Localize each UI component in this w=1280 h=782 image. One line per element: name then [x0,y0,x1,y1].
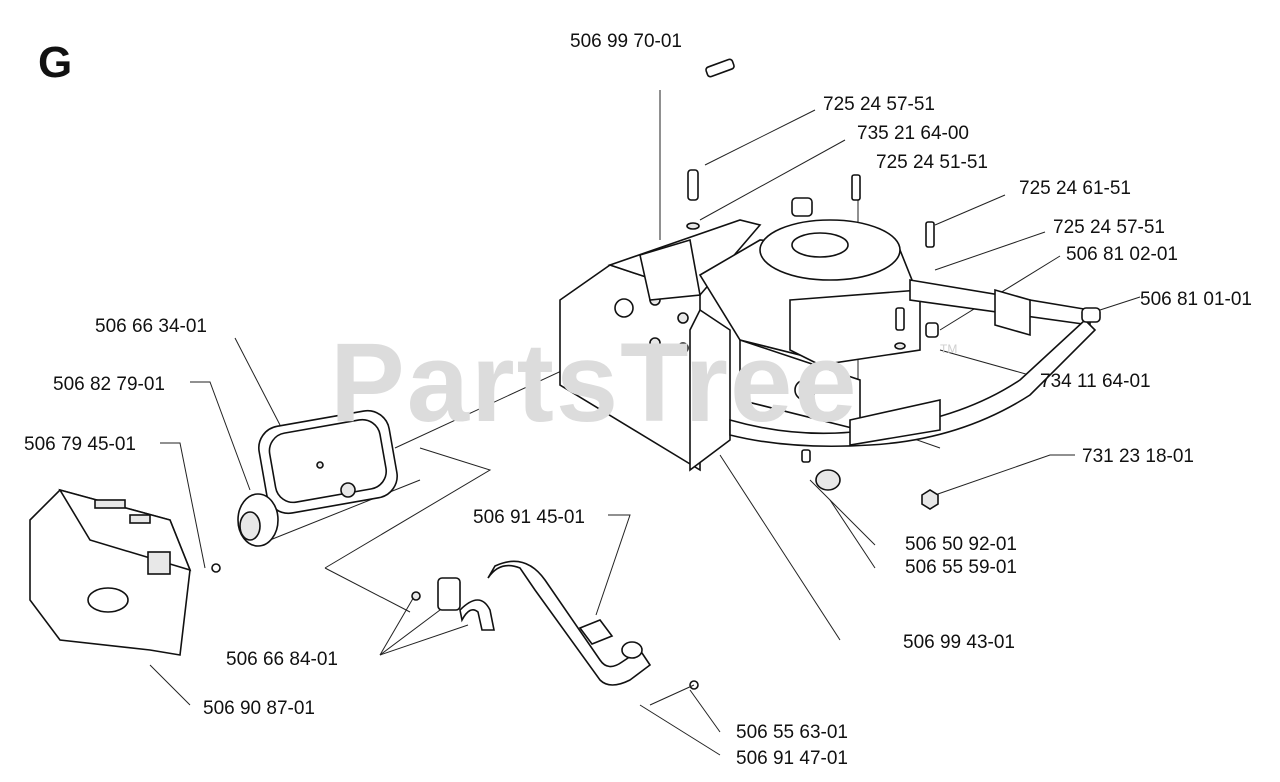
part-label[interactable]: 506 81 01-01 [1140,289,1252,310]
muffler-guard [29,488,192,656]
part-label[interactable]: 506 91 45-01 [473,507,585,528]
engine-block [698,197,921,432]
frame-rails [729,279,1101,448]
watermark-trademark: TM [940,342,958,356]
part-label[interactable]: 506 66 84-01 [226,649,338,670]
part-label[interactable]: 506 55 59-01 [905,557,1017,578]
part-label[interactable]: 506 90 87-01 [203,698,315,719]
part-label[interactable]: 725 24 61-51 [1019,178,1131,199]
part-label[interactable]: 506 99 70-01 [570,31,682,52]
part-label[interactable]: 731 23 18-01 [1082,446,1194,467]
part-label[interactable]: 506 79 45-01 [24,434,136,455]
muffler [258,409,398,515]
exhaust-pipe [411,560,652,686]
part-label[interactable]: 735 21 64-00 [857,123,969,144]
part-label[interactable]: 725 24 51-51 [876,152,988,173]
part-label[interactable]: 725 24 57-51 [823,94,935,115]
part-label[interactable]: 734 11 64-01 [1040,371,1151,392]
part-label[interactable]: 506 55 63-01 [736,722,848,743]
hardware [211,58,939,706]
leader-lines [149,90,1141,756]
part-label[interactable]: 506 81 02-01 [1066,244,1178,265]
part-label[interactable]: 506 91 47-01 [736,748,848,769]
section-letter: G [38,38,73,87]
watermark: PartsTree [330,320,859,445]
part-label[interactable]: 506 99 43-01 [903,632,1015,653]
engine-frame [559,219,762,472]
part-label[interactable]: 725 24 57-51 [1053,217,1165,238]
part-label[interactable]: 506 66 34-01 [95,316,207,337]
spark-arrester [237,493,279,547]
part-label[interactable]: 506 50 92-01 [905,534,1017,555]
part-label[interactable]: 506 82 79-01 [53,374,165,395]
